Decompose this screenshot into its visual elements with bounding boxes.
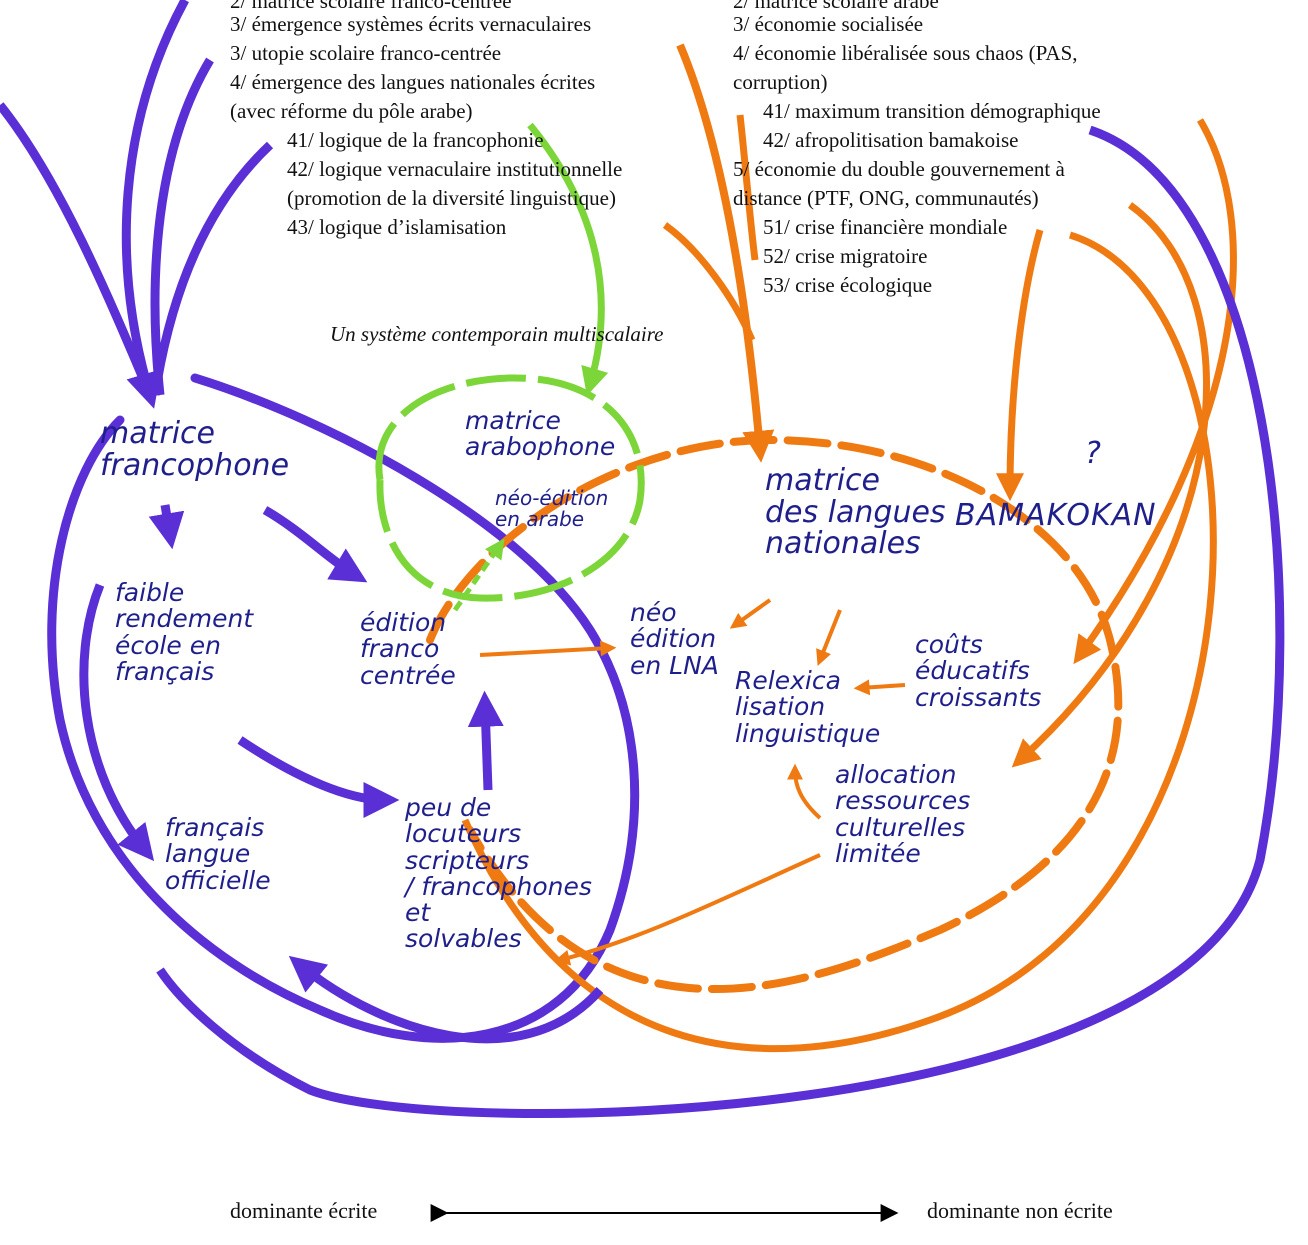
text-right-line: distance (PTF, ONG, communautés) <box>733 186 1039 210</box>
question-mark: ? <box>1085 436 1101 471</box>
text-left-line: 43/ logique d’islamisation <box>287 215 507 239</box>
node-line: allocation <box>835 760 957 789</box>
node-line: langue <box>165 839 251 869</box>
node-line: arabophone <box>465 432 616 462</box>
orange-arrow-in <box>676 43 775 463</box>
purple-arrow-officielle <box>288 955 604 1044</box>
node-line: matrice <box>100 416 215 451</box>
node-bamakokan: BAMAKOKAN <box>955 498 1157 533</box>
node-line: linguistique <box>735 718 881 748</box>
purple-system-loop <box>47 373 640 1043</box>
text-left-line: 41/ logique de la francophonie <box>287 128 544 152</box>
node-line: Relexica <box>735 666 841 695</box>
node-neo-edition-lna: néo édition en LNA <box>630 598 719 680</box>
text-left-line: 42/ logique vernaculaire institutionnell… <box>287 157 623 181</box>
node-faible-rendement: faible rendement école en français <box>115 578 254 686</box>
node-line: franco <box>360 634 440 664</box>
text-left-line: 3/ émergence systèmes écrits vernaculair… <box>230 12 592 36</box>
text-right-line: 51/ crise financière mondiale <box>763 215 1008 239</box>
text-right-line: 41/ maximum transition démographique <box>763 99 1101 123</box>
node-line: néo <box>630 598 677 627</box>
node-line: scripteurs <box>405 845 530 875</box>
node-line: / francophones <box>405 871 592 901</box>
text-right-line: 3/ économie socialisée <box>733 12 924 36</box>
orange-arrow-bamako <box>996 229 1044 502</box>
diagram-subtitle: Un système contemporain multiscalaire <box>330 322 664 346</box>
text-right-line: 52/ crise migratoire <box>763 244 928 268</box>
node-matrice-langues-nationales: matrice des langues nationales <box>765 465 946 560</box>
text-right-line: corruption) <box>733 70 828 94</box>
node-line: lisation <box>735 692 826 722</box>
node-edition-franco-centree: édition franco centrée <box>360 608 456 690</box>
node-line: officielle <box>165 865 271 895</box>
node-neo-edition-arabe: néo-édition en arabe <box>495 488 608 530</box>
text-right-line: 42/ afropolitisation bamakoise <box>763 128 1019 152</box>
text-right-line: 53/ crise écologique <box>763 273 933 297</box>
node-line: nationales <box>765 526 921 561</box>
node-line: centrée <box>360 660 456 690</box>
node-matrice-francophone: matrice francophone <box>100 418 289 481</box>
node-line: culturelles <box>835 812 966 842</box>
node-line: rendement <box>115 604 254 634</box>
node-line: croissants <box>915 682 1042 712</box>
node-line: et <box>405 898 431 927</box>
node-line: en LNA <box>630 650 719 680</box>
node-line: français <box>165 813 265 842</box>
node-line: francophone <box>100 447 290 483</box>
purple-arrow-in-3 <box>150 141 274 396</box>
node-line: éducatifs <box>915 656 1030 686</box>
axis-label-right: dominante non écrite <box>927 1198 1113 1223</box>
node-line: des langues <box>765 494 946 530</box>
node-relexicalisation: Relexica lisation linguistique <box>735 666 881 748</box>
text-left-line: 4/ émergence des langues nationales écri… <box>230 70 596 94</box>
green-arrow-in <box>527 122 609 396</box>
text-right-line: 5/ économie du double gouvernement à <box>733 157 1065 181</box>
green-system-loop <box>375 374 645 602</box>
node-matrice-arabophone: matrice arabophone <box>465 406 616 462</box>
text-left-line: 2/ matrice scolaire franco-centrée <box>230 0 512 13</box>
node-line: coûts <box>915 630 983 659</box>
node-line: édition <box>360 608 447 637</box>
node-line: limitée <box>835 838 921 868</box>
purple-arrow-in-4 <box>0 102 155 397</box>
node-line: faible <box>115 578 185 607</box>
node-line: peu de <box>405 793 492 822</box>
node-line: matrice <box>765 463 880 498</box>
purple-arrow-in-2 <box>150 57 214 396</box>
node-line: édition <box>630 624 717 654</box>
node-line: école en <box>115 630 221 660</box>
node-couts-educatifs: coûts éducatifs croissants <box>915 630 1042 712</box>
text-right-line: 4/ économie libéralisée sous chaos (PAS, <box>733 41 1078 65</box>
purple-arrow-in-1 <box>121 0 189 409</box>
node-line: locuteurs <box>405 819 522 849</box>
node-line: néo-édition <box>495 486 609 510</box>
axis-label-left: dominante écrite <box>230 1198 378 1223</box>
node-line: matrice <box>465 406 561 435</box>
text-left-line: (avec réforme du pôle arabe) <box>230 99 473 123</box>
node-line: français <box>115 656 215 686</box>
purple-outer-loop <box>156 125 1285 1118</box>
node-francais-langue-officielle: français langue officielle <box>165 813 271 895</box>
text-left-line: (promotion de la diversité linguistique) <box>287 186 616 210</box>
node-peu-de-locuteurs: peu de locuteurs scripteurs / francophon… <box>405 793 592 954</box>
text-right-line: 2/ matrice scolaire arabe <box>733 0 939 13</box>
node-line: en arabe <box>495 507 585 531</box>
node-line: solvables <box>405 924 522 954</box>
node-allocation-ressources: allocation ressources culturelles limité… <box>835 760 971 868</box>
node-line: ressources <box>835 786 971 816</box>
text-left-line: 3/ utopie scolaire franco-centrée <box>230 41 502 65</box>
